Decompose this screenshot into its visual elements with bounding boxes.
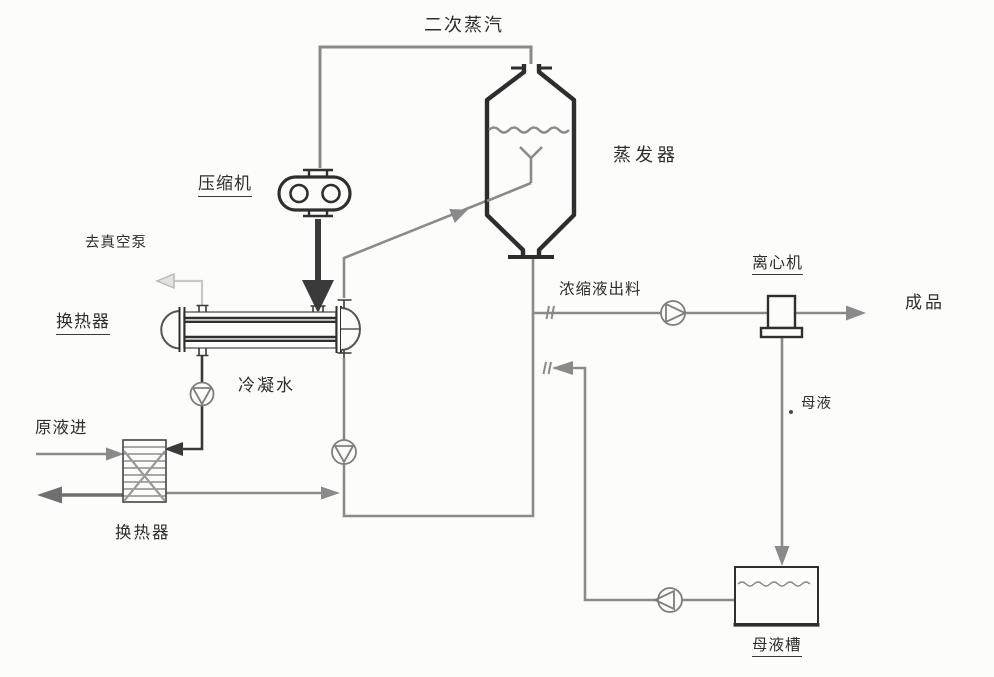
- mother-liquor-return-pipe: [554, 366, 735, 602]
- label-to-vacuum-pump: 去真空泵: [85, 235, 147, 251]
- nozzle-bonnet-bottom: [337, 350, 352, 358]
- compressor-symbol: [277, 168, 352, 218]
- tube-lines: [185, 316, 336, 342]
- centrifuge-base: [759, 326, 804, 339]
- plate-exchanger: [122, 439, 167, 503]
- label-mother-liquor-tank: 母液槽: [752, 636, 802, 658]
- flow-arrows: [37, 209, 866, 566]
- plate-exchanger-body: [122, 439, 167, 503]
- compressor-rotor-right: [321, 183, 341, 204]
- centrifuge-symbol: [759, 294, 804, 339]
- pumps: [189, 300, 688, 613]
- left-flange: [178, 307, 186, 352]
- spray-nozzle-top: [519, 146, 543, 183]
- tube-sheet: [335, 306, 342, 353]
- label-raw-liquid-in: 原液进: [35, 418, 88, 437]
- nozzle-top-left: [196, 304, 209, 312]
- pipes: [36, 45, 848, 602]
- liquid-level-wave: [488, 126, 570, 134]
- condensate-out-arrow-icon: [37, 486, 62, 504]
- discharge-pump-icon: [660, 300, 688, 326]
- return-arrow-icon: [552, 361, 573, 375]
- small-dot: [789, 410, 793, 414]
- pipe-break-symbols: [542, 305, 555, 375]
- break-symbol: [542, 361, 552, 375]
- spray-feed-inside: [486, 181, 532, 203]
- riser-pipe: [342, 181, 532, 298]
- circulation-pipe: [342, 258, 535, 518]
- centrifuge-body: [766, 294, 797, 330]
- label-secondary-steam: 二次蒸汽: [424, 15, 504, 36]
- compressor-rotor-left: [289, 183, 309, 204]
- mother-liquor-tank-symbol: [733, 566, 820, 627]
- condensate-pump-icon: [189, 381, 215, 407]
- label-compressor: 压缩机: [198, 175, 252, 197]
- mother-liquor-pump-icon: [652, 587, 683, 613]
- label-mother-liquor: 母液: [801, 396, 832, 412]
- nozzle-top-right: [310, 305, 326, 312]
- spray-feed-arrow-icon: [449, 209, 468, 223]
- label-condensate-water: 冷凝水: [238, 376, 295, 396]
- evaporator-outline-right: [536, 64, 577, 258]
- label-centrifuge: 离心机: [752, 254, 804, 275]
- vacuum-arrow-icon: [155, 272, 175, 290]
- product-arrow-icon: [846, 305, 866, 321]
- break-symbol: [545, 305, 555, 320]
- tank-liquid-wave: [737, 581, 811, 587]
- feed-arrow-icon: [106, 447, 124, 461]
- compressor-discharge-arrow-icon: [302, 280, 334, 313]
- label-heat-exchanger-bottom: 换热器: [115, 523, 171, 542]
- secondary-steam-pipe: [318, 45, 533, 168]
- label-heat-exchanger-left: 换热器: [56, 313, 110, 335]
- condensate-in-arrow-icon: [164, 442, 183, 456]
- label-evaporator: 蒸发器: [613, 145, 679, 166]
- plate-cross: [123, 450, 166, 502]
- evaporator-vessel: [484, 64, 577, 259]
- evaporator-outline-left: [484, 64, 527, 258]
- label-concentrate-out: 浓缩液出料: [559, 280, 642, 298]
- circulation-pump-icon: [331, 439, 357, 465]
- label-finished-product: 成品: [905, 293, 945, 313]
- left-head: [160, 310, 181, 350]
- loop-join-arrow-icon: [321, 486, 340, 500]
- nozzle-bottom-left: [196, 348, 209, 357]
- tank-inlet-arrow-icon: [774, 546, 790, 566]
- vacuum-pipe: [172, 279, 204, 305]
- nozzle-bonnet-top: [337, 299, 352, 308]
- shell-tube-exchanger: [160, 299, 361, 358]
- tank-body: [734, 566, 819, 626]
